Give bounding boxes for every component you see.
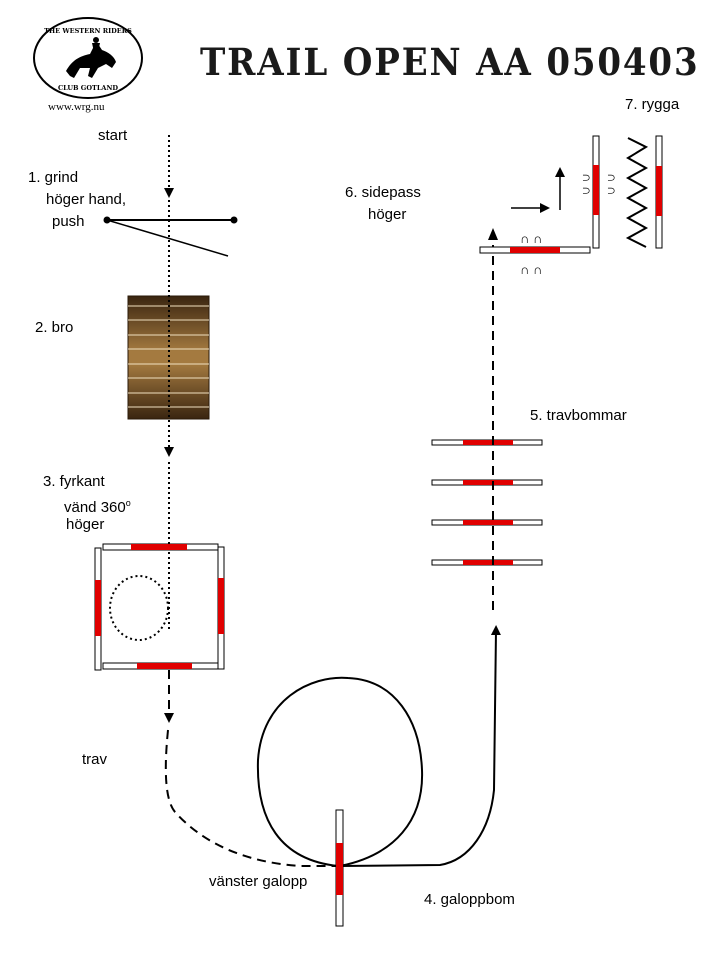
svg-text:∩ ∩: ∩ ∩ [520,262,542,277]
lope-path [256,625,501,867]
label-rygga: 7. rygga [625,96,680,113]
box-obstacle [94,543,225,671]
svg-text:∩ ∩: ∩ ∩ [605,173,620,195]
logo-text-bottom: CLUB GOTLAND [58,84,118,92]
label-sidepass-2: höger [368,206,407,223]
svg-text:∩ ∩: ∩ ∩ [520,231,542,246]
club-logo: THE WESTERN RIDERS CLUB GOTLAND [32,16,144,100]
label-fyrkant-2-text: vänd 360 [64,499,126,516]
label-fyrkant-1: 3. fyrkant [43,473,105,490]
website-url: www.wrg.nu [48,101,105,113]
backup-obstacle [625,135,663,249]
label-grind-3: push [52,213,85,230]
label-bro: 2. bro [35,319,74,336]
logo-text-top: THE WESTERN RIDERS [44,27,132,35]
label-travbommar: 5. travbommar [530,407,627,424]
page-title: TRAIL OPEN AA 050403 [200,40,700,84]
label-galoppbom: 4. galoppbom [424,891,515,908]
label-vanster-galopp: vänster galopp [209,873,308,890]
label-trav: trav [82,751,108,768]
label-fyrkant-2: vänd 360o [64,493,131,518]
label-sidepass-1: 6. sidepass [345,184,421,201]
arrow-up-icon [488,228,498,240]
route-dashed [164,670,338,867]
degree-sup: o [125,498,131,508]
label-grind-2: höger hand, [46,191,127,208]
sidepass-obstacle: ∩ ∩ ∩ ∩ ∩ ∩ ∩ ∩ [479,135,620,277]
label-fyrkant-3: höger [66,516,105,533]
label-start: start [98,127,128,144]
gate-obstacle [103,216,238,257]
svg-text:∩ ∩: ∩ ∩ [580,173,595,195]
trot-poles-obstacle [431,439,543,566]
label-grind-1: 1. grind [28,169,79,186]
lope-pole-obstacle [335,809,344,927]
